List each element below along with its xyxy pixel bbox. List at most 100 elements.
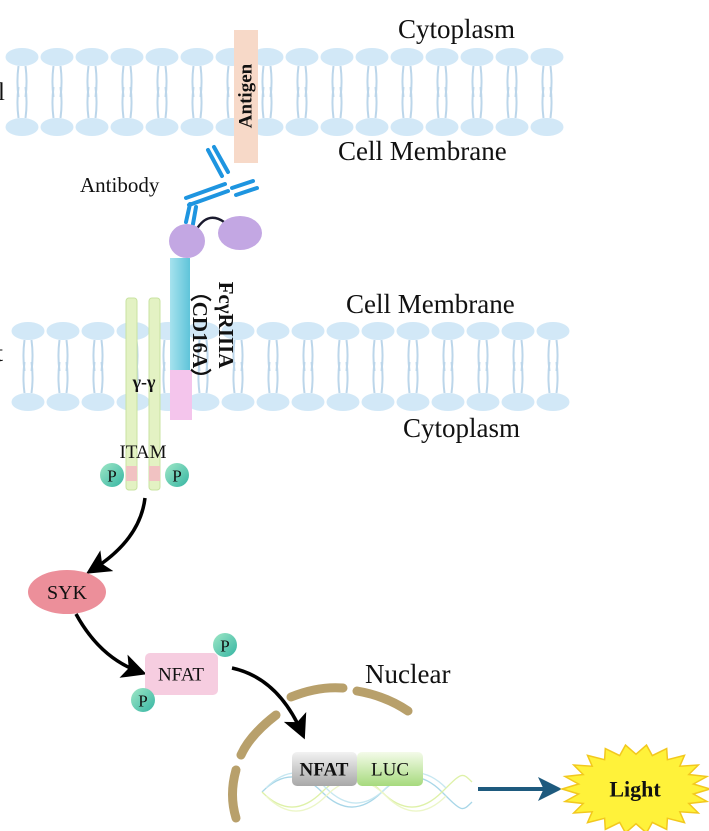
lipid-tail — [337, 361, 341, 394]
lipid-head — [326, 322, 360, 340]
lipid-tail — [59, 86, 63, 119]
lipid-head — [285, 48, 319, 66]
lipid-head — [396, 322, 430, 340]
lipid-tail — [415, 361, 419, 394]
lipid-head — [110, 118, 144, 136]
lipid-tail — [261, 86, 265, 119]
cd16a-intracellular — [170, 370, 192, 420]
lipid-tail — [339, 86, 343, 119]
lipid-tail — [30, 361, 34, 394]
lipid-tail — [51, 86, 55, 119]
lower-cell-membrane-label: Cell Membrane — [346, 289, 515, 319]
lipid-head — [145, 118, 179, 136]
lipid-head — [495, 48, 529, 66]
lipid-tail — [436, 86, 440, 119]
lipid-head — [250, 118, 284, 136]
antigen-bar — [234, 30, 258, 163]
lipid-tail — [24, 86, 28, 119]
lipid-tail — [471, 86, 475, 119]
lipid-head — [460, 118, 494, 136]
lipid-tail — [547, 361, 551, 394]
lipid-head — [396, 393, 430, 411]
reporter-nfat-box — [292, 752, 357, 786]
lipid-head — [495, 118, 529, 136]
lipid-head — [46, 322, 80, 340]
lipid-head — [11, 322, 45, 340]
lipid-tail — [226, 86, 230, 119]
lipid-tail — [366, 86, 370, 119]
lipid-head — [425, 48, 459, 66]
lipid-head — [460, 48, 494, 66]
lipid-head — [180, 48, 214, 66]
nfat-label: NFAT — [158, 665, 204, 686]
left-edge-label-top: l — [0, 79, 5, 106]
nfat-phospho-bottom: P — [131, 688, 155, 712]
lipid-tail — [162, 361, 166, 394]
lipid-head — [291, 393, 325, 411]
arrow-syk-to-nfat — [74, 613, 147, 678]
lipid-head — [285, 118, 319, 136]
lipid-head — [501, 322, 535, 340]
lipid-tail — [514, 86, 518, 119]
lipid-tail — [380, 361, 384, 394]
lipid-head — [180, 118, 214, 136]
lipid-head — [75, 118, 109, 136]
upper-cell-membrane — [5, 48, 564, 136]
nuclear-envelope — [228, 683, 413, 823]
lipid-tail — [409, 86, 413, 119]
lipid-tail — [479, 86, 483, 119]
lipid-tail — [541, 86, 545, 119]
lipid-tail — [512, 361, 516, 394]
lipid-tail — [164, 86, 168, 119]
lipid-tail — [16, 86, 20, 119]
lipid-head — [390, 118, 424, 136]
gamma-chain-label: γ-γ — [132, 372, 156, 392]
lipid-tail — [374, 86, 378, 119]
receptor-name-label: FcγRIIIA — [214, 282, 238, 370]
lipid-head — [320, 118, 354, 136]
lipid-head — [5, 48, 39, 66]
lipid-tail — [121, 86, 125, 119]
antibody — [184, 145, 259, 226]
lipid-tail — [22, 361, 26, 394]
fc-domain-right — [218, 216, 262, 250]
lipid-head — [256, 393, 290, 411]
lipid-tail — [94, 86, 98, 119]
gamma-chains — [125, 297, 161, 491]
lipid-tail — [302, 361, 306, 394]
antibody-label: Antibody — [80, 173, 160, 197]
lipid-tail — [372, 361, 376, 394]
lower-cell-membrane — [11, 322, 570, 411]
light-label: Light — [609, 777, 661, 802]
lipid-head — [326, 393, 360, 411]
left-edge-label-bottom: t — [0, 340, 3, 367]
syk-node — [28, 570, 106, 614]
itam-label: ITAM — [119, 442, 166, 463]
lipid-head — [530, 118, 564, 136]
phospho-label: P — [107, 467, 116, 486]
lipid-head — [361, 322, 395, 340]
lipid-head — [40, 118, 74, 136]
itam-phospho-right: P — [165, 463, 189, 487]
lipid-tail — [477, 361, 481, 394]
lipid-tail — [232, 361, 236, 394]
lipid-head — [536, 393, 570, 411]
lipid-tail — [205, 361, 209, 394]
lipid-tail — [129, 86, 133, 119]
lipid-head — [466, 393, 500, 411]
antigen: Antigen — [234, 30, 258, 163]
lipid-head — [320, 48, 354, 66]
light-burst — [559, 743, 709, 831]
lipid-head — [81, 322, 115, 340]
lipid-head — [256, 322, 290, 340]
lipid-tail — [310, 361, 314, 394]
lipid-tail — [100, 361, 104, 394]
nuclear-label: Nuclear — [365, 659, 450, 689]
lipid-tail — [450, 361, 454, 394]
lipid-tail — [304, 86, 308, 119]
lipid-tail — [485, 361, 489, 394]
phospho-label: P — [220, 637, 229, 656]
lipid-head — [431, 322, 465, 340]
